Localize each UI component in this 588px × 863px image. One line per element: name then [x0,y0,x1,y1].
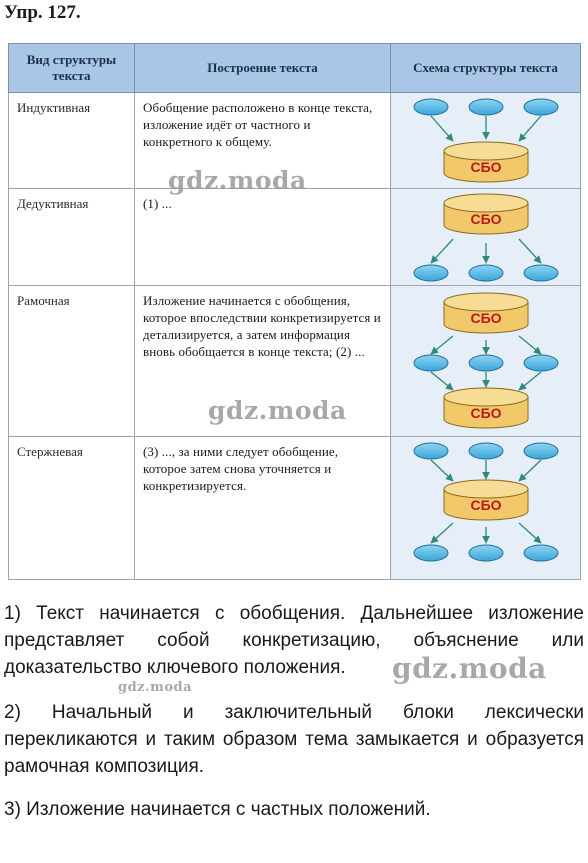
item-ellipse [413,264,449,282]
header-text-construction: Построение текста [134,43,391,93]
exercise-title: Упр. 127. [4,2,81,23]
construction-cell: (1) ... [134,188,391,286]
answers-section: 1) Текст начинается с обобщения. Дальней… [4,600,584,823]
sbo-label: СБО [470,211,501,227]
schema-cell: СБО [390,436,581,580]
table-row: Стержневая (3) ..., за ними следует обоб… [8,436,581,580]
structure-type-cell: Индуктивная [8,92,135,189]
structure-type-cell: Дедуктивная [8,188,135,286]
arrow [518,459,542,482]
structure-table: Вид структуры текста Построение текста С… [8,43,581,580]
sbo-block: СБО [443,292,529,334]
schema-cell: СБО [390,92,581,189]
item-ellipse [523,442,559,460]
core-schema-diagram: СБО [413,442,559,562]
table-row: Дедуктивная (1) ... СБО [8,188,581,286]
deductive-schema-diagram: СБО [413,193,559,282]
item-ellipse [468,264,504,282]
item-ellipse [523,544,559,562]
item-ellipse [468,442,504,460]
sbo-label: СБО [470,405,501,421]
arrow [430,335,454,355]
arrow [430,115,454,142]
construction-cell: Изложение начинается с обобщения, которо… [134,285,391,437]
item-ellipse [413,354,449,372]
watermark: gdz.moda [208,396,347,425]
construction-cell: (3) ..., за ними следует обобщение, кото… [134,436,391,580]
structure-type-cell: Рамочная [8,285,135,437]
sbo-label: СБО [470,159,501,175]
answer-3: 3) Изложение начинается с частных положе… [4,799,431,820]
table-row: Рамочная Изложение начинается с обобщени… [8,285,581,437]
arrow [518,115,542,142]
sbo-block: СБО [443,387,529,429]
arrow [518,238,542,264]
watermark: gdz.moda [118,680,193,695]
item-ellipse [468,354,504,372]
item-ellipse [523,354,559,372]
header-structure-schema: Схема структуры текста [390,43,581,93]
schema-cell: СБО СБО [390,285,581,437]
inductive-schema-diagram: СБО [413,98,559,183]
sbo-label: СБО [470,310,501,326]
schema-cell: СБО [390,188,581,286]
item-ellipse [413,442,449,460]
table-header-row: Вид структуры текста Построение текста С… [8,43,581,93]
structure-type-cell: Стержневая [8,436,135,580]
sbo-block: СБО [443,141,529,183]
arrow [430,371,454,391]
item-ellipse [413,544,449,562]
item-ellipse [413,98,449,116]
sbo-block: СБО [443,193,529,235]
arrow [518,335,542,355]
item-ellipse [523,264,559,282]
arrow [518,522,542,544]
construction-cell: Обобщение расположено в конце текста, из… [134,92,391,189]
table-row: Индуктивная Обобщение расположено в конц… [8,92,581,189]
arrow [430,238,454,264]
item-ellipse [468,98,504,116]
arrow [430,459,454,482]
item-ellipse [468,544,504,562]
item-ellipse [523,98,559,116]
header-structure-type: Вид структуры текста [8,43,135,93]
watermark: gdz.moda [168,166,307,195]
sbo-label: СБО [470,497,501,513]
answer-2: 2) Начальный и заключительный блоки лекс… [4,702,584,777]
watermark: gdz.moda [392,652,547,685]
arrow [518,371,542,391]
sbo-block: СБО [443,479,529,521]
answer-1: 1) Текст начинается с обобщения. Дальней… [4,603,584,678]
frame-schema-diagram: СБО СБО [413,292,559,429]
arrow [430,522,454,544]
